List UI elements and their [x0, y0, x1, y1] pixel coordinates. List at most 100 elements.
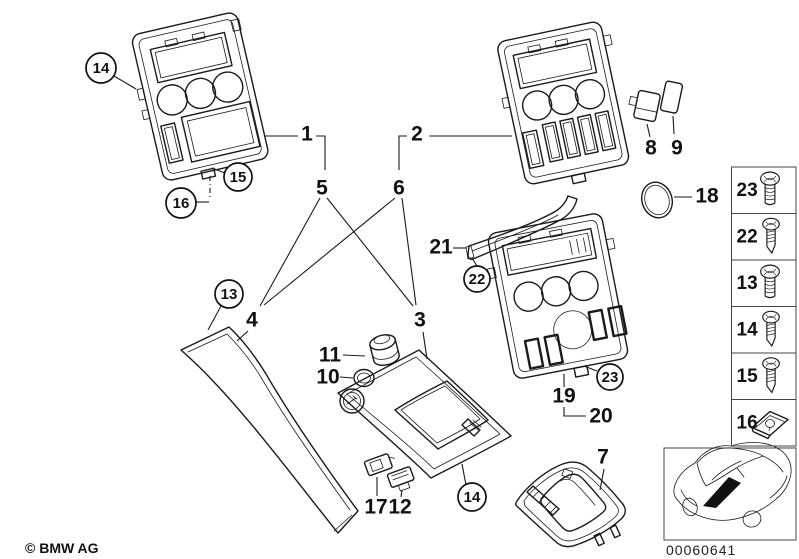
leader-lines-shape	[400, 489, 403, 498]
shift-gate-cover-part-shape	[561, 468, 574, 479]
callout-18: 18	[695, 185, 719, 208]
car-sketch-shape	[742, 510, 762, 528]
callout-17: 17	[364, 496, 387, 519]
callout-14: 14	[93, 60, 110, 77]
callout-14: 14	[464, 489, 481, 506]
leader-lines-shape	[263, 197, 396, 306]
shift-gate-cover-part-shape	[532, 490, 558, 513]
callout-circle-14	[85, 52, 117, 84]
callout-circle-16	[165, 187, 197, 219]
gearshift-trim-panel-shape	[343, 392, 361, 410]
switch-blank-8-part-shape	[633, 89, 661, 123]
callout-6: 6	[393, 177, 405, 200]
callout-circle-22	[463, 265, 491, 293]
heater-control-trim-panel-2	[497, 21, 630, 185]
heater-control-trim-panel-2-shape	[570, 172, 587, 185]
callout-10: 10	[316, 366, 339, 389]
retaining-clip-17-part	[363, 453, 396, 477]
heater-control-trim-panel-1-shape	[156, 84, 188, 116]
heater-control-trim-panel-3-shape	[523, 337, 545, 370]
shift-gate-cover-part-shape	[540, 473, 607, 532]
tapping-screw-icon	[762, 357, 780, 394]
car-sketch-shape	[673, 442, 792, 521]
heater-control-trim-panel-1-shape	[212, 71, 244, 103]
heater-control-trim-panel-2-shape	[554, 38, 569, 48]
car-sketch	[673, 442, 792, 528]
leader-lines-shape	[672, 115, 675, 135]
leader-lines-shape	[316, 135, 326, 170]
leader-lines-shape	[422, 331, 428, 360]
callout-20: 20	[589, 405, 612, 428]
heater-control-trim-panel-2-shape	[525, 133, 541, 166]
callout-11: 11	[319, 344, 342, 367]
callout-3: 3	[414, 309, 426, 332]
leader-lines-shape	[207, 305, 222, 331]
heater-control-trim-panel-1-shape	[138, 19, 262, 174]
shift-gate-cover-part-shape	[515, 461, 626, 548]
legend-label-15: 15	[737, 366, 759, 387]
copyright-notice: © BMW AG	[25, 540, 99, 556]
retaining-clip-12-part-shape	[391, 470, 409, 481]
switch-blank-9-part	[659, 80, 684, 114]
car-sketch-shape	[696, 447, 764, 487]
heater-control-trim-panel-3-shape	[506, 232, 593, 271]
heater-control-trim-panel-1-shape	[164, 37, 179, 48]
heater-control-trim-panel-2-shape	[576, 113, 599, 156]
callout-21: 21	[429, 236, 453, 259]
console-side-trim-strip-shape	[180, 326, 359, 534]
callout-9: 9	[671, 137, 683, 160]
callout-8: 8	[645, 137, 657, 160]
heater-control-trim-panel-3-shape	[513, 281, 544, 312]
heater-control-trim-panel-3-shape	[568, 270, 599, 302]
heater-control-trim-panel-2-shape	[521, 90, 553, 121]
legend-label-22: 22	[737, 226, 758, 247]
trim-ring-18-part-shape	[640, 181, 674, 219]
heater-control-trim-panel-3-shape	[494, 219, 622, 373]
legend-label-23: 23	[737, 180, 758, 201]
switch-blank-8-part-shape	[628, 95, 638, 107]
leader-lines-shape	[211, 167, 226, 174]
callout-7: 7	[597, 446, 609, 469]
heater-control-trim-panel-2-shape	[501, 96, 511, 109]
cigarette-lighter-part	[369, 334, 400, 367]
gearshift-trim-panel-shape	[469, 419, 482, 431]
leader-lines-shape	[398, 135, 407, 170]
heater-control-trim-panel-2-shape	[548, 84, 579, 116]
cigarette-lighter-part-shape	[369, 338, 400, 367]
callout-5: 5	[316, 177, 328, 200]
gearshift-trim-panel-shape	[337, 349, 512, 479]
heater-control-trim-panel-1-shape	[191, 31, 206, 42]
callout-13: 13	[221, 286, 238, 303]
console-side-trim-strip-shape	[187, 333, 351, 511]
callout-4: 4	[246, 309, 258, 332]
gearshift-trim-panel-shape	[461, 418, 481, 437]
leader-lines-shape	[599, 468, 605, 491]
heater-control-trim-panel-1-shape	[149, 31, 233, 84]
shift-gate-cover-part-shape	[559, 478, 596, 506]
heater-control-trim-panel-2-shape	[541, 121, 564, 163]
tapping-screw-icon	[762, 310, 780, 347]
gearshift-trim-panel-shape	[400, 385, 481, 444]
decor-strip-part-shape	[471, 214, 559, 252]
retaining-clip-17-part-shape	[363, 453, 393, 477]
heater-control-trim-panel-3-shape	[549, 228, 563, 238]
machine-screw-icon	[760, 264, 780, 299]
heater-control-trim-panel-3-shape	[543, 333, 564, 366]
callout-circle-13	[214, 279, 244, 309]
callout-12: 12	[388, 496, 411, 519]
gearshift-trim-panel-shape	[346, 395, 358, 405]
callout-2: 2	[411, 123, 423, 146]
heater-control-trim-panel-3	[487, 213, 629, 379]
legend-label-13: 13	[737, 273, 758, 294]
heater-control-trim-panel-1-shape	[186, 107, 255, 157]
heater-control-trim-panel-2-shape	[574, 79, 606, 110]
cigarette-lighter-part-shape	[373, 334, 391, 345]
gearshift-trim-panel-shape	[339, 388, 365, 414]
heater-control-trim-panel-3-shape	[501, 227, 598, 276]
callout-16: 16	[173, 195, 190, 212]
heater-control-trim-panel-1-shape	[180, 100, 261, 163]
heater-control-trim-panel-1-shape	[160, 122, 184, 164]
gearshift-trim-panel	[337, 349, 512, 479]
heater-control-trim-panel-2-shape	[602, 34, 613, 47]
